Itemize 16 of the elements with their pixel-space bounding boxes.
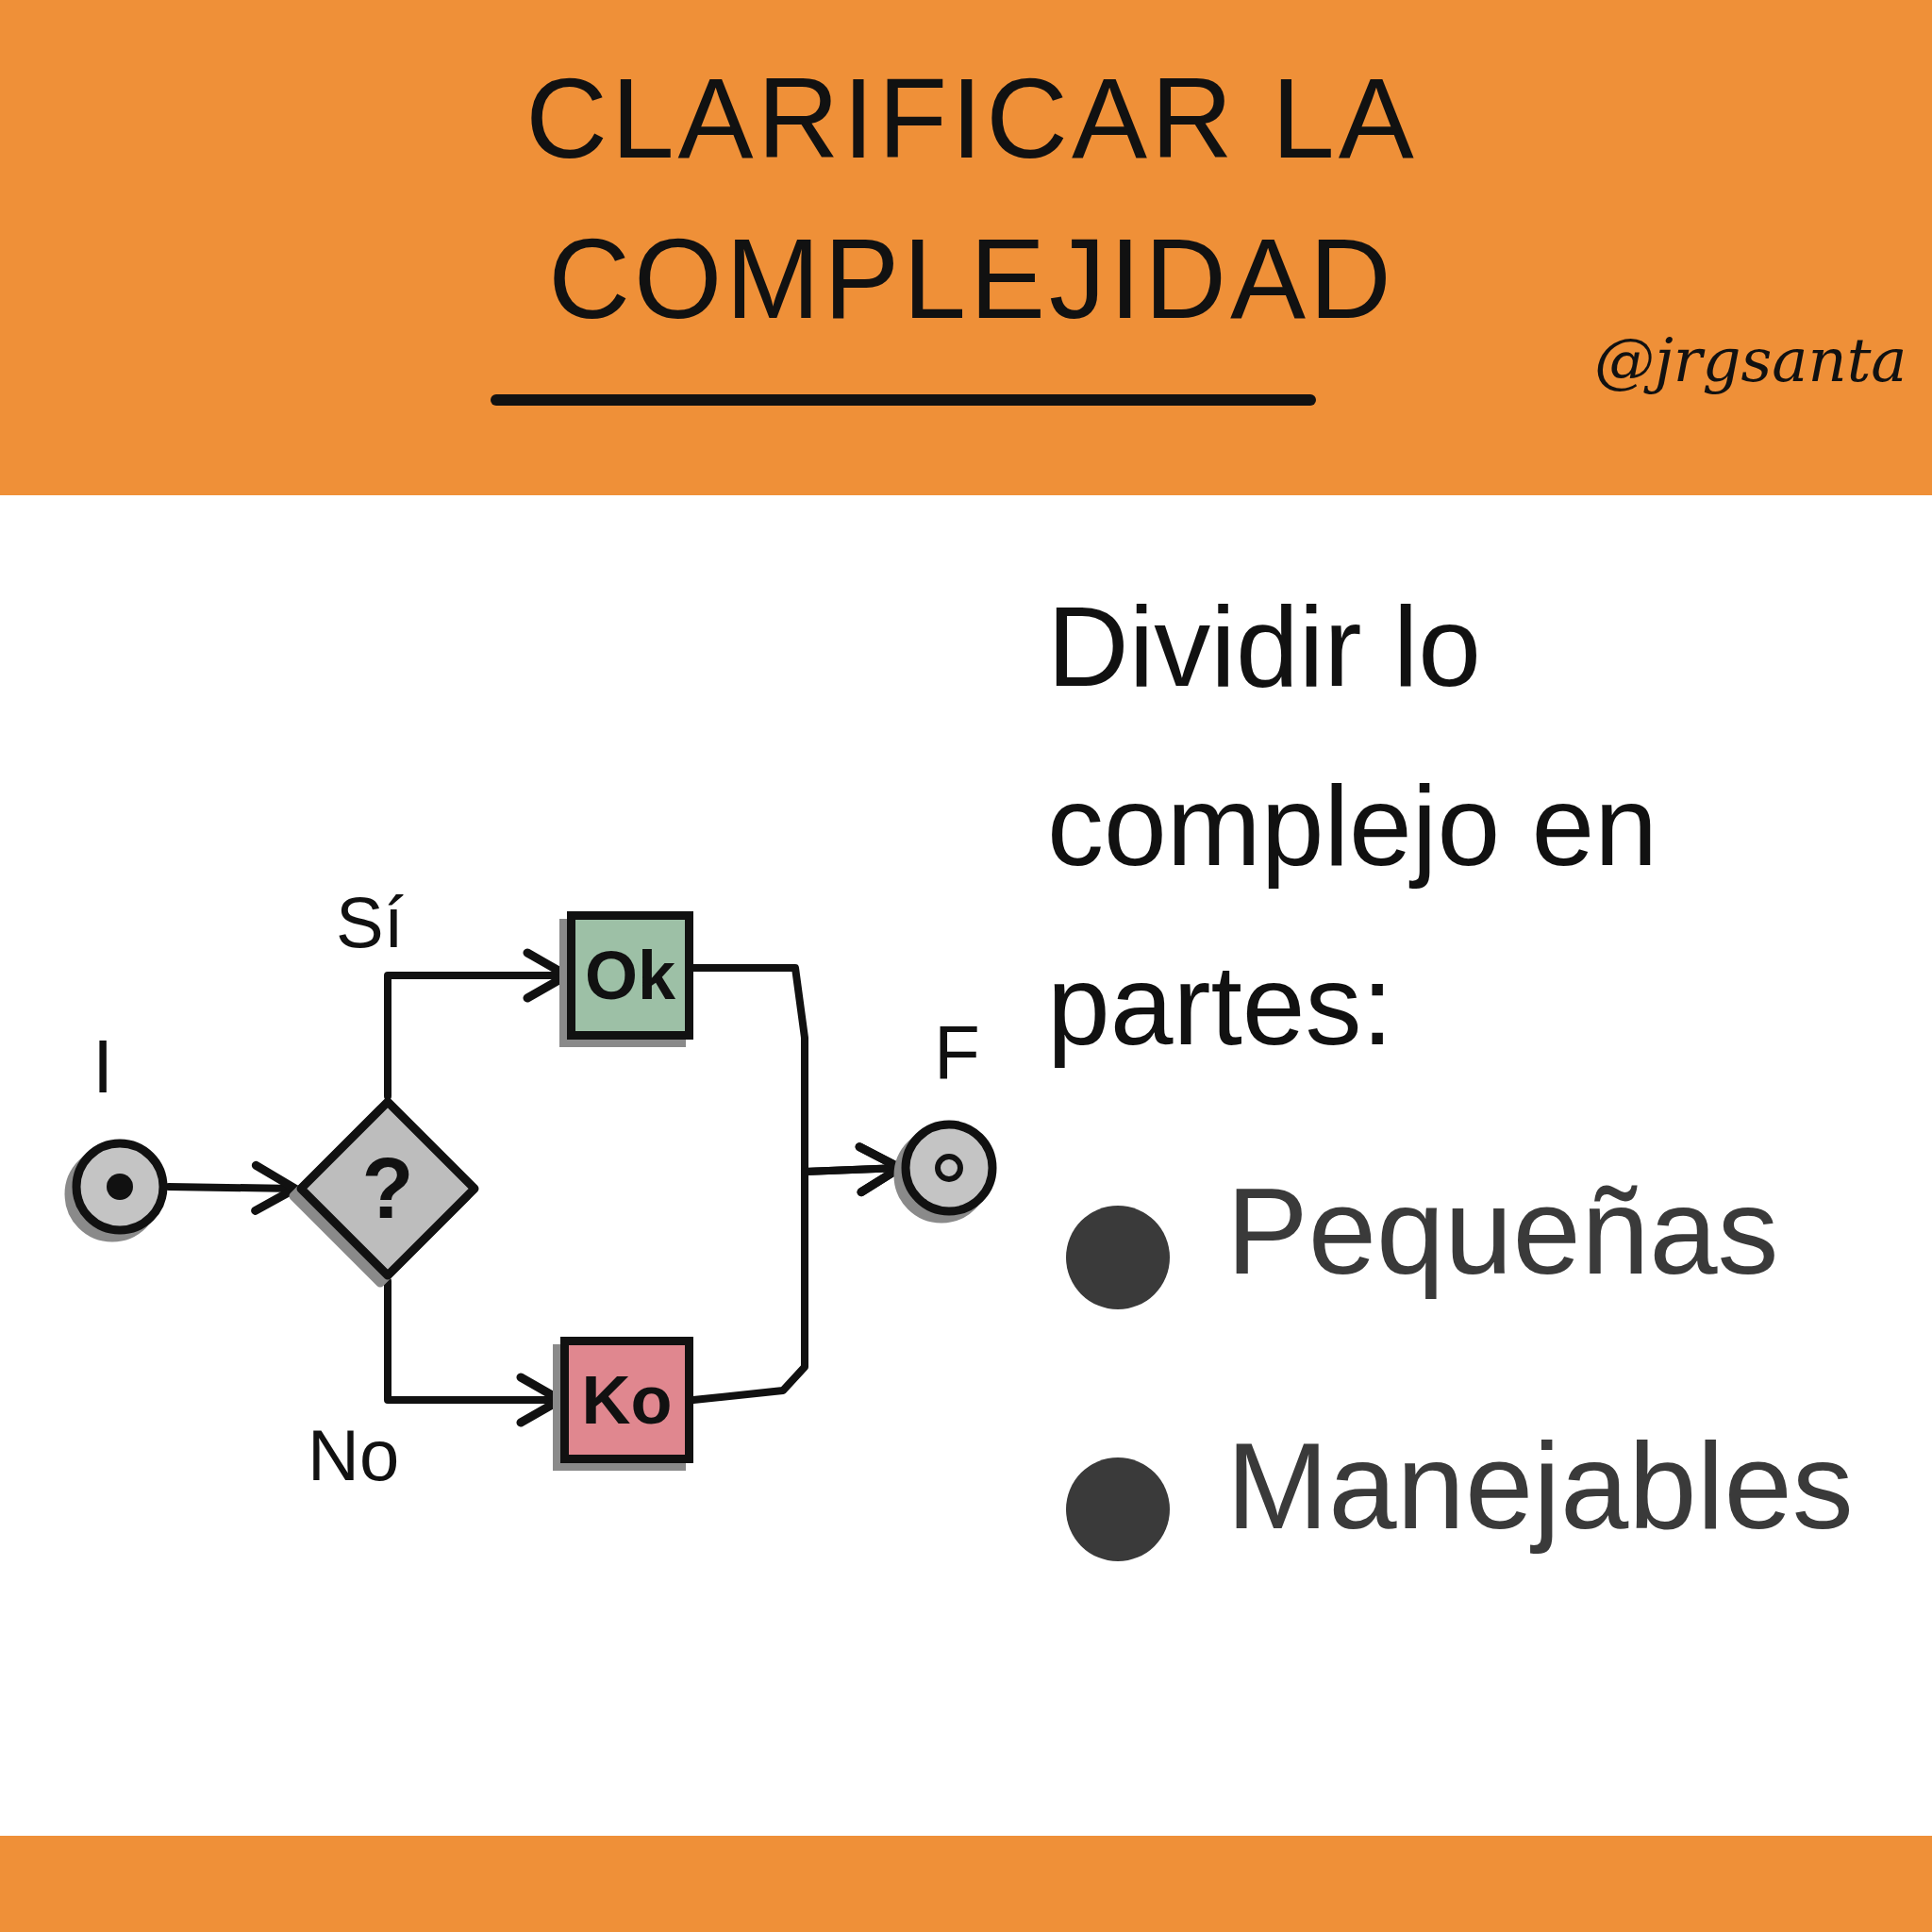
node-label: Ok xyxy=(584,937,675,1014)
node-caption: F xyxy=(934,1009,980,1096)
heading-text: Dividir lo complejo en partes: xyxy=(1047,582,1659,1070)
end-circle xyxy=(900,1119,998,1217)
process-box xyxy=(567,911,693,1040)
bullet-text: Pequeñas xyxy=(1226,1161,1779,1302)
node-label: Ko xyxy=(581,1361,673,1439)
arrow xyxy=(165,1160,300,1215)
process-box xyxy=(560,1337,693,1463)
start-circle xyxy=(71,1138,169,1236)
node-label: ? xyxy=(361,1140,414,1238)
bullet-text: Manejables xyxy=(1226,1416,1854,1557)
title: CLARIFICAR LA COMPLEJIDAD xyxy=(525,54,1419,343)
node-caption: I xyxy=(92,1024,114,1110)
decision-diamond xyxy=(295,1096,480,1281)
signature: @jrgsanta xyxy=(1594,325,1907,395)
